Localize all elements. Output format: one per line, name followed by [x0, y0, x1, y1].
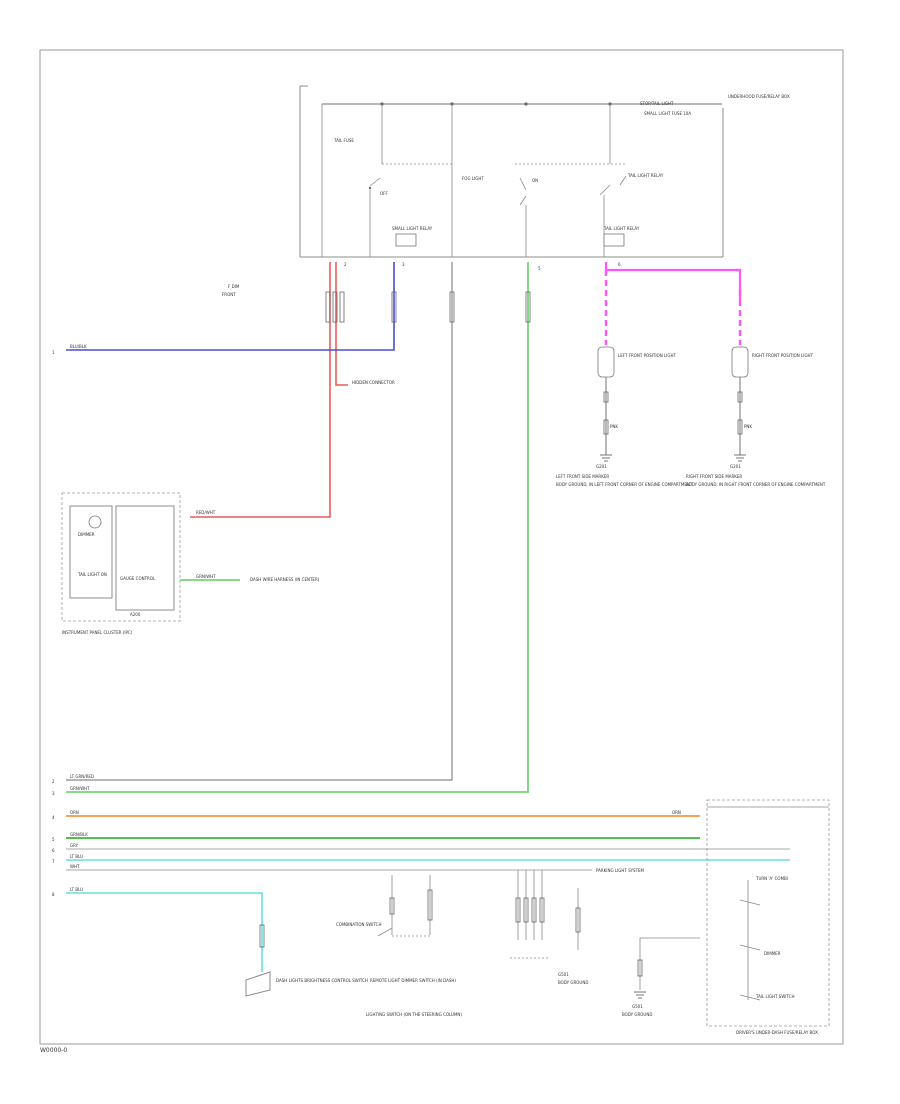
row-number-5: 5 [52, 837, 55, 842]
green-b-label: GRN/WHT [70, 786, 90, 791]
gray-wire-center [66, 262, 453, 781]
cyan2-label: LT BLU [70, 887, 83, 892]
dash-brightness-switch: DASH LIGHTS BRIGHTNESS CONTROL SWITCH [245, 971, 368, 997]
page-ref: W0000-0 [40, 1047, 67, 1054]
blue-wire-label: BLU/BLK [70, 344, 87, 349]
fuse-label-2: FOG LIGHT [462, 176, 484, 181]
pink-label-right: PNK [744, 424, 752, 429]
fuse-label-3: TAIL LIGHT RELAY [627, 173, 664, 178]
right-lamp-title: RIGHT FRONT SIDE MARKER [686, 474, 742, 479]
row-number-7: 7 [52, 859, 55, 864]
pin-label-3: 3 [402, 262, 405, 267]
bus-label: STOP/TAIL LIGHT [640, 101, 674, 106]
pin-label-5: 5 [538, 266, 541, 271]
row-number-1: 1 [52, 350, 55, 355]
cluster-item-dimmer: DIMMER [78, 532, 95, 537]
green-d-label: GRN/BLK [70, 832, 88, 837]
lamp-inner-left: LEFT FRONT POSITION LIGHT [618, 353, 676, 358]
parking-see: PARKING LIGHT SYSTEM [596, 868, 645, 873]
row-number-3: 3 [52, 791, 55, 796]
side-label: SMALL LIGHT FUSE 10A [644, 111, 691, 116]
left-lamp: LEFT FRONT POSITION LIGHT PNK G201 LEFT … [556, 346, 693, 487]
fuse-box-name: UNDERHOOD FUSE/RELAY BOX [728, 94, 790, 99]
relay-label-2: TAIL LIGHT RELAY [603, 226, 640, 231]
switch-label-off: OFF [380, 191, 388, 196]
instrument-cluster: DIMMER TAIL LIGHT ON GAUGE CONTROL A200 … [61, 492, 181, 635]
under-dash-relay-box: TURN 'A' COMBI DIMMER TAIL LIGHT SWITCH … [706, 799, 830, 1035]
cluster-green-dest: DASH WIRE HARNESS (IN CENTER) [250, 577, 320, 582]
rear-left-label: F DIM [228, 284, 240, 289]
page-frame [39, 49, 844, 1045]
red-wire-plug [325, 291, 345, 323]
cyan-label: LT BLU [70, 854, 83, 859]
combination-switch: COMBINATION SWITCH REMOTE LIGHT DIMMER S… [336, 875, 462, 1017]
row-number-6: 6 [52, 848, 55, 853]
green-wire-right [66, 262, 529, 793]
lamp-inner-right: RIGHT FRONT POSITION LIGHT [752, 353, 814, 358]
orange-label: ORN [70, 810, 79, 815]
left-lamp-sub: G201 [596, 464, 607, 469]
ground-mid-note: BODY GROUND [622, 1012, 652, 1017]
frame-label: FRONT [222, 292, 236, 297]
magenta-wire [604, 262, 742, 300]
pin-label-6: 6 [618, 262, 621, 267]
red-wire [190, 262, 331, 518]
right-lamp: RIGHT FRONT POSITION LIGHT PNK G201 RIGH… [686, 346, 826, 487]
top-fuse-relay-box: TAIL FUSE FOG LIGHT TAIL LIGHT RELAY SMA… [299, 85, 790, 271]
cluster-green-tag: GRN/WHT [196, 574, 216, 579]
row-number-4: 4 [52, 815, 55, 820]
cluster-name: INSTRUMENT PANEL CLUSTER (IPC) [62, 630, 133, 635]
pink-label-left: PNK [610, 424, 618, 429]
switch-label: COMBINATION SWITCH [336, 922, 381, 927]
hidden-connector-1: HIDDEN CONNECTOR [352, 380, 395, 385]
relay-label-1: SMALL LIGHT RELAY [392, 226, 433, 231]
relay-item-1: TURN 'A' COMBI [755, 876, 788, 881]
cyan-wire-2-plug [259, 924, 265, 948]
cluster-item-tail: TAIL LIGHT ON [77, 572, 107, 577]
left-lamp-title: LEFT FRONT SIDE MARKER [556, 474, 609, 479]
ground-mid: G501 [632, 1004, 643, 1009]
red-wire-branch [335, 262, 348, 386]
green-a-label: LT GRN/RED [70, 774, 94, 779]
ground-symbols-top [600, 454, 746, 462]
orange-label-right: ORN [672, 810, 681, 815]
cluster-item-gauge: GAUGE CONTROL [120, 576, 156, 581]
row-number-8: 8 [52, 892, 55, 897]
ground-left: G501 [558, 972, 569, 977]
green-wire-plug [525, 291, 531, 323]
left-fixture-label: DASH LIGHTS BRIGHTNESS CONTROL SWITCH [276, 978, 368, 983]
switch-label-on: ON [532, 178, 538, 183]
pin-label-2: 2 [344, 262, 347, 267]
gray-label: GRY [70, 843, 79, 848]
front-dimmer-label: REMOTE LIGHT DIMMER SWITCH (IN DASH) [370, 978, 456, 983]
gray-wire-plug [449, 291, 455, 323]
cyan-wire-2 [66, 892, 263, 972]
cluster-connector: A200 [130, 612, 141, 617]
right-lamp-sub: G201 [730, 464, 741, 469]
middle-connectors: G501 BODY GROUND [510, 870, 588, 985]
relay-item-3: TAIL LIGHT SWITCH [755, 994, 794, 999]
fuse-label-1: TAIL FUSE [333, 138, 354, 143]
cluster-red-tag: RED/WHT [196, 510, 216, 515]
mid-ground: G501 BODY GROUND [622, 937, 700, 1017]
right-lamp-note: BODY GROUND, IN RIGHT FRONT CORNER OF EN… [686, 482, 826, 487]
blue-wire [66, 262, 395, 351]
blue-wire-plug [391, 291, 397, 323]
row-number-2: 2 [52, 779, 55, 784]
left-lamp-note: BODY GROUND, IN LEFT FRONT CORNER OF ENG… [556, 482, 693, 487]
ground-left-note: BODY GROUND [558, 980, 588, 985]
white-label: WHT [70, 864, 80, 869]
center-label: LIGHTING SWITCH (ON THE STEERING COLUMN) [366, 1012, 462, 1017]
relay-item-2: DIMMER [764, 951, 781, 956]
relay-box-name: DRIVER'S UNDER-DASH FUSE/RELAY BOX [736, 1030, 818, 1035]
